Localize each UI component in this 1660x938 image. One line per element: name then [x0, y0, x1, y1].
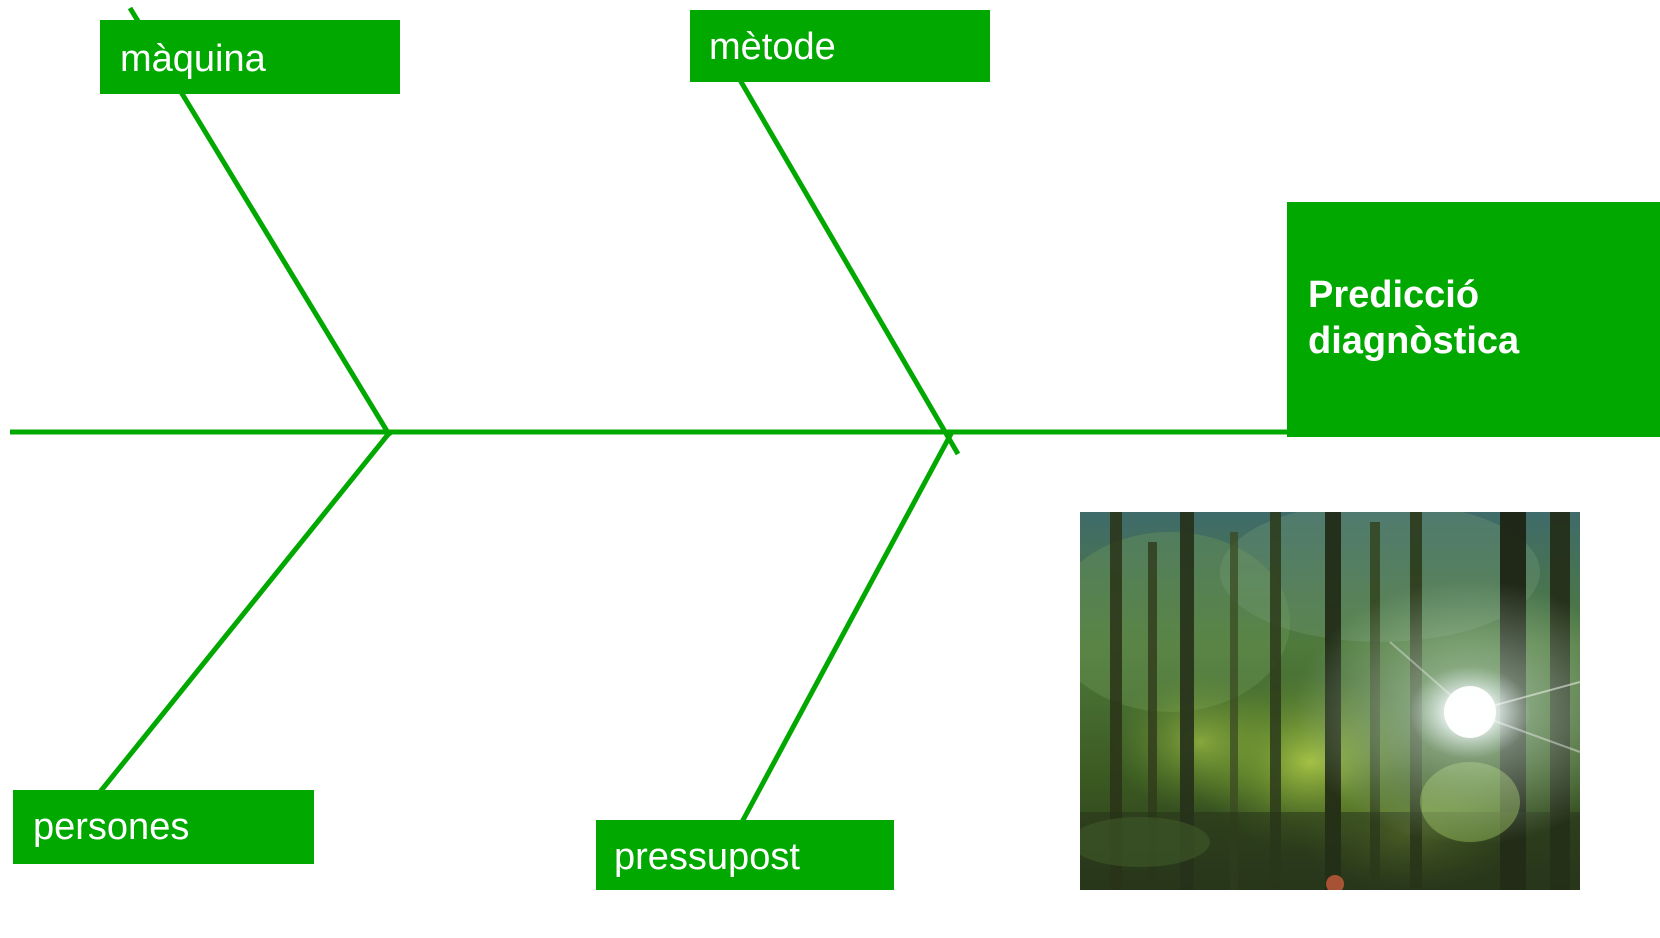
bone-persones	[98, 430, 392, 794]
cause-label-pressupost: pressupost	[614, 836, 800, 878]
cause-box-maquina: màquina	[100, 20, 400, 94]
bone-pressupost	[739, 430, 955, 824]
cause-label-persones: persones	[33, 806, 190, 848]
cause-box-persones: persones	[13, 790, 314, 864]
cause-label-maquina: màquina	[120, 38, 266, 80]
forest-photo	[1080, 512, 1580, 890]
effect-box: Predicció diagnòstica	[1287, 202, 1660, 437]
bone-metode	[737, 78, 961, 456]
forest-photo-drawing	[1080, 512, 1580, 890]
cause-label-metode: mètode	[709, 26, 836, 68]
cause-box-pressupost: pressupost	[596, 820, 894, 890]
effect-label: Predicció diagnòstica	[1308, 274, 1520, 363]
cause-box-metode: mètode	[690, 10, 990, 82]
